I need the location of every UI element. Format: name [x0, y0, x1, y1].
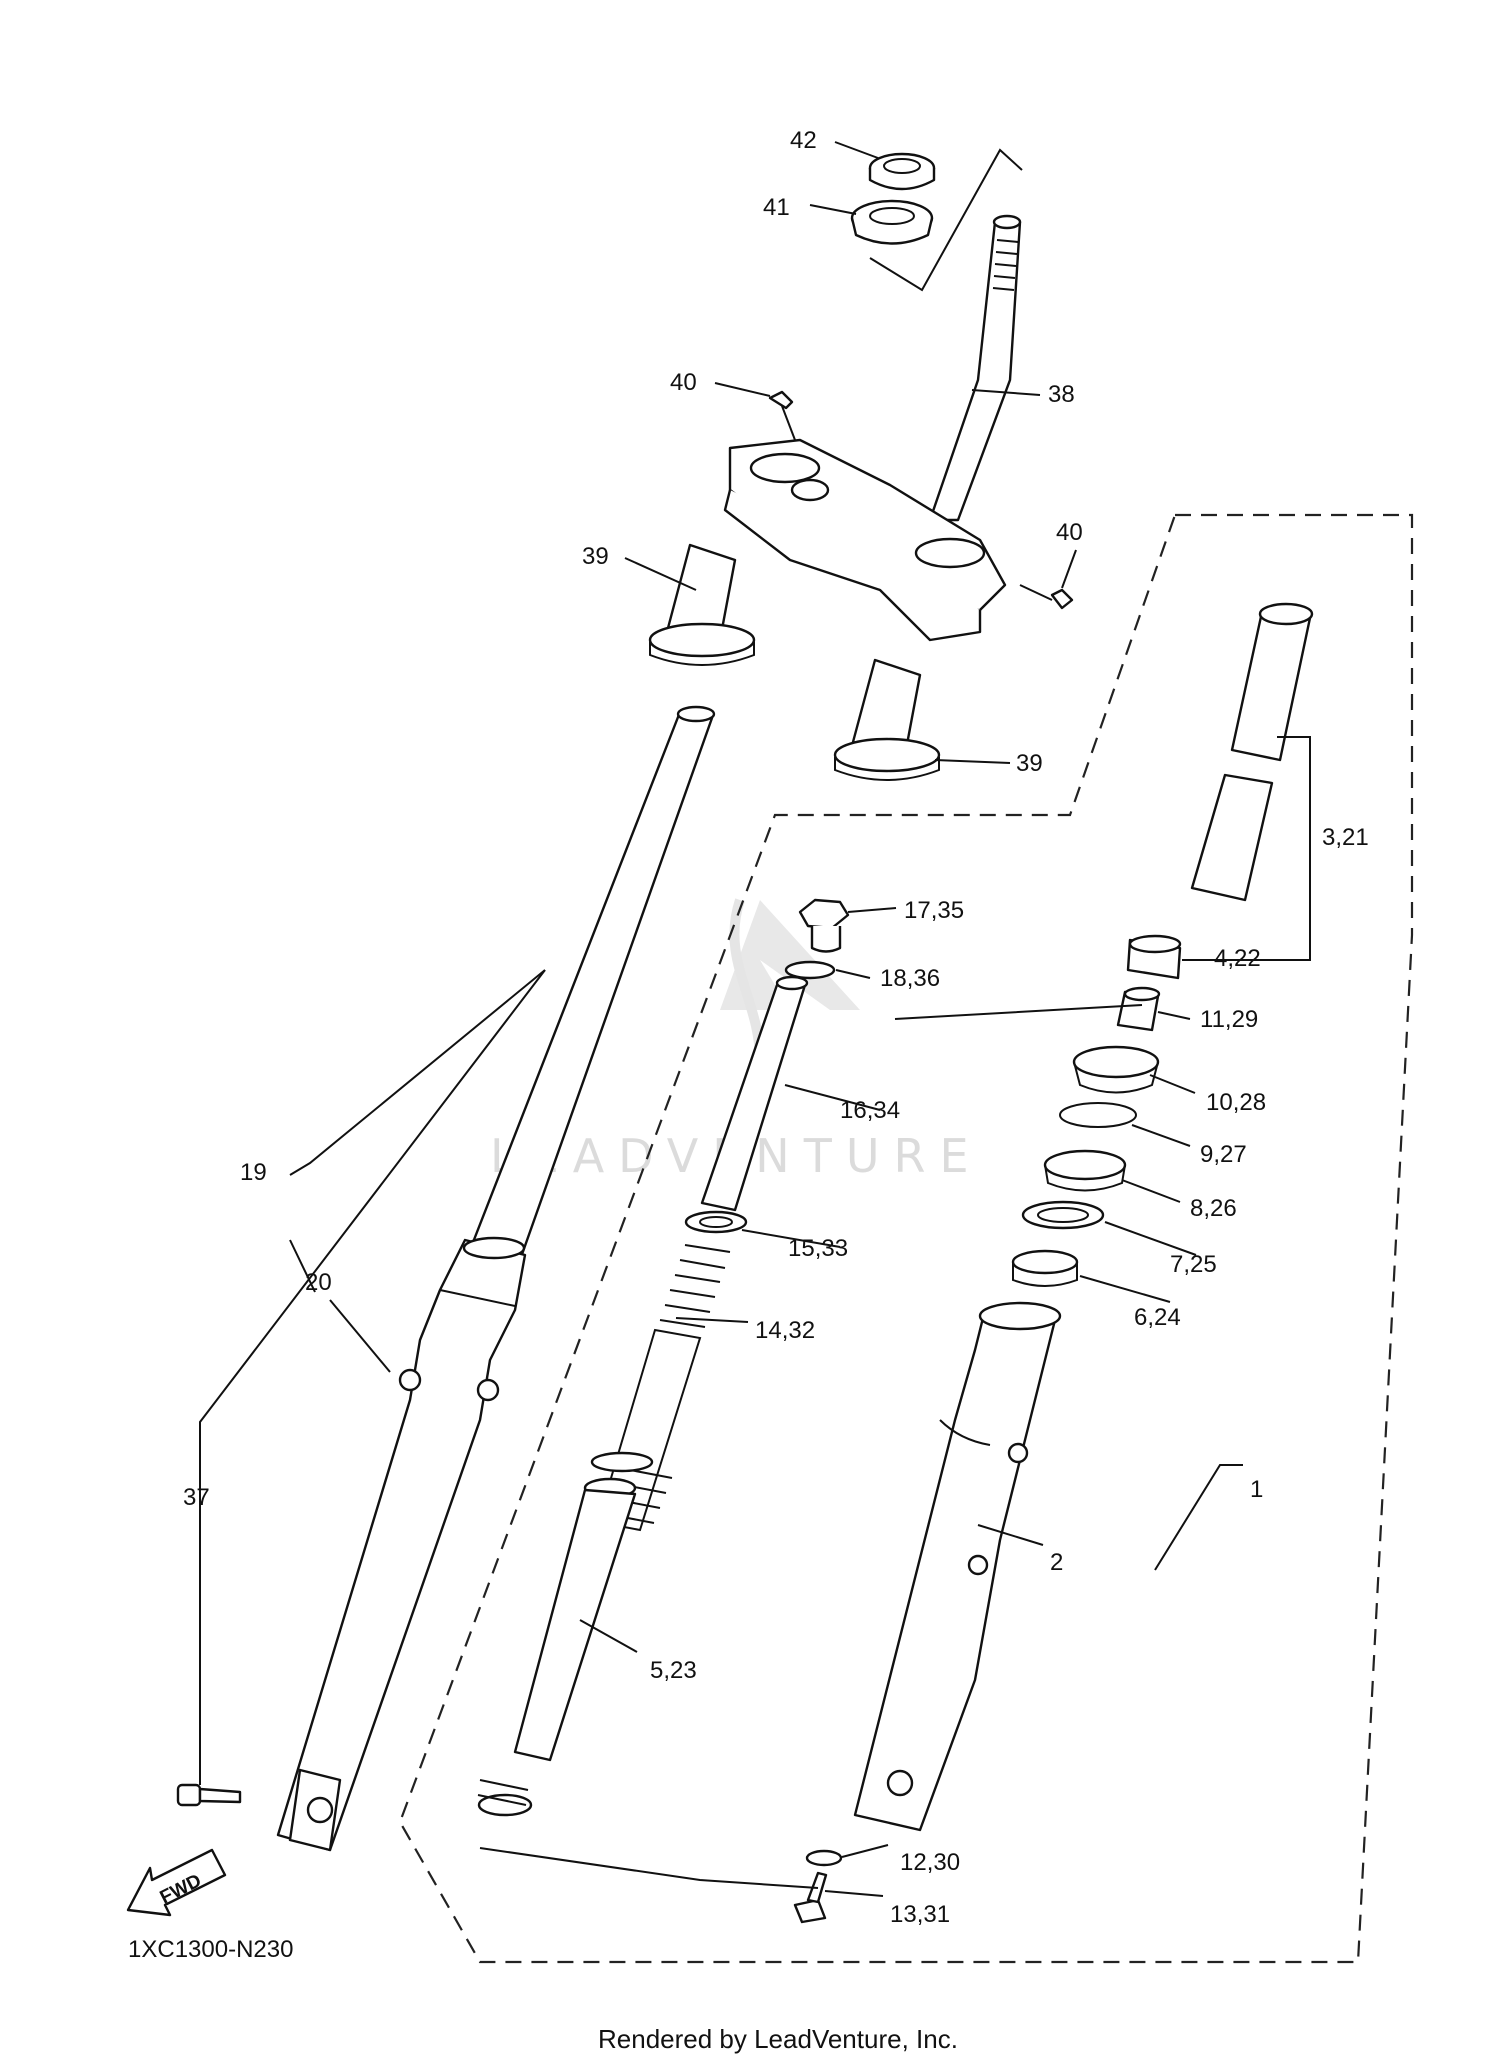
washer-7-25 — [1021, 1200, 1105, 1230]
slide-metal-4-22 — [1126, 934, 1182, 980]
steering-stem-38 — [928, 214, 1022, 522]
callout-40-upper: 40 — [670, 369, 697, 396]
clip-9-27 — [1059, 1102, 1137, 1128]
bolt-37 — [176, 1783, 242, 1807]
bearing-41 — [850, 199, 934, 245]
leader-lines — [199, 141, 1311, 1897]
oil-seal-8-26 — [1043, 1149, 1127, 1192]
callout-12-30: 12,30 — [900, 1849, 960, 1876]
fork-assembly-19 — [276, 705, 716, 1852]
callout-18-36: 18,36 — [880, 965, 940, 992]
cap-bolt-17-35 — [798, 898, 850, 953]
dust-seal-10-28 — [1072, 1045, 1160, 1094]
callout-38: 38 — [1048, 381, 1075, 408]
callout-17-35: 17,35 — [904, 897, 964, 924]
ring-nut-42 — [868, 152, 936, 191]
bolt-40-lower — [1019, 584, 1074, 610]
inner-tube-3-21 — [1190, 602, 1314, 902]
callout-3-21: 3,21 — [1322, 824, 1369, 851]
rendered-by-footer: Rendered by LeadVenture, Inc. — [598, 2024, 958, 2054]
callout-8-26: 8,26 — [1190, 1195, 1237, 1222]
callout-42: 42 — [790, 127, 817, 154]
piston-ring-5-23 — [590, 1451, 654, 1473]
callout-4-22: 4,22 — [1214, 945, 1261, 972]
callout-39-left: 39 — [582, 543, 609, 570]
callout-10-28: 10,28 — [1206, 1089, 1266, 1116]
callout-9-27: 9,27 — [1200, 1141, 1247, 1168]
callout-6-24: 6,24 — [1134, 1304, 1181, 1331]
spacer-16-34 — [700, 975, 809, 1212]
damper-rod-5-23 — [477, 1477, 637, 1817]
washer-15-33 — [684, 1210, 748, 1234]
bolt-13-31 — [793, 1871, 828, 1924]
washer-12-30 — [805, 1849, 843, 1867]
callout-7-25: 7,25 — [1170, 1251, 1217, 1278]
callout-2: 2 — [1050, 1549, 1063, 1576]
outer-tube-2 — [853, 1301, 1062, 1832]
callout-39-right: 39 — [1016, 750, 1043, 777]
callout-11-29: 11,29 — [1200, 1006, 1258, 1033]
fork-cover-39-left — [648, 543, 756, 666]
fork-assembly-1-outline — [398, 513, 1414, 1964]
callout-13-31: 13,31 — [890, 1901, 950, 1928]
callout-19: 19 — [240, 1159, 267, 1186]
callout-5-23: 5,23 — [650, 1657, 697, 1684]
fwd-arrow-icon: FWD — [126, 1848, 227, 1917]
slide-metal-11-29 — [1116, 986, 1161, 1032]
lower-bracket — [723, 438, 1007, 642]
fork-cover-39-right — [833, 658, 941, 781]
callout-1: 1 — [1250, 1476, 1263, 1503]
callout-20: 20 — [305, 1269, 332, 1296]
callout-labels: 42 41 40 38 40 39 39 3,21 17,35 18,36 4,… — [183, 127, 1369, 1928]
slide-metal-6-24 — [1011, 1249, 1079, 1287]
callout-16-34: 16,34 — [840, 1097, 900, 1124]
diagram-code: 1XC1300-N230 — [128, 1936, 293, 1963]
bolt-40-upper — [768, 390, 796, 441]
callout-37: 37 — [183, 1484, 210, 1511]
o-ring-18-36 — [784, 960, 836, 980]
callout-41: 41 — [763, 194, 790, 221]
callout-14-32: 14,32 — [755, 1317, 815, 1344]
callout-40-lower: 40 — [1056, 519, 1083, 546]
callout-15-33: 15,33 — [788, 1235, 848, 1262]
